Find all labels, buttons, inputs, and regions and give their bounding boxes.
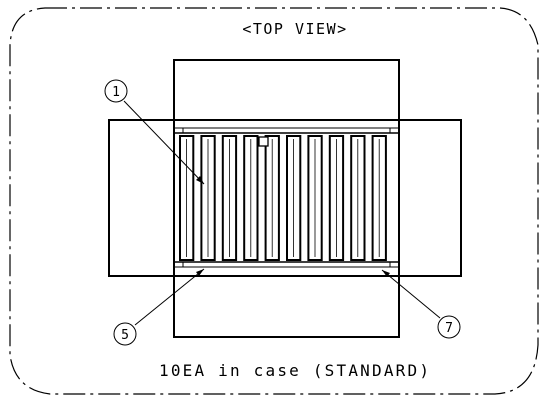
leader-line-7: [381, 269, 441, 319]
balloon-5-label: 5: [121, 328, 129, 343]
callout-5: 5: [113, 268, 205, 346]
leader-arrow-5: [196, 269, 204, 276]
view-title: <TOP VIEW>: [242, 20, 347, 38]
center-tab: [258, 136, 269, 147]
drawing-caption: 10EA in case (STANDARD): [159, 361, 431, 380]
leader-line-5: [134, 268, 205, 326]
leader-arrow-7: [382, 270, 390, 277]
balloon-1: [104, 79, 128, 103]
slot-group: [179, 135, 387, 261]
balloon-5: [113, 322, 137, 346]
case-body-vertical: [173, 59, 400, 338]
case-flange-horizontal: [108, 119, 462, 277]
balloon-1-label: 1: [112, 85, 120, 100]
balloon-7-label: 7: [445, 321, 453, 336]
border-frame: [9, 7, 539, 395]
balloon-7: [437, 315, 461, 339]
callout-7: 7: [381, 269, 461, 339]
leader-line-1: [123, 100, 205, 185]
leader-arrow-1: [196, 176, 204, 184]
callout-1: 1: [104, 79, 205, 185]
inner-rails: [174, 127, 399, 268]
